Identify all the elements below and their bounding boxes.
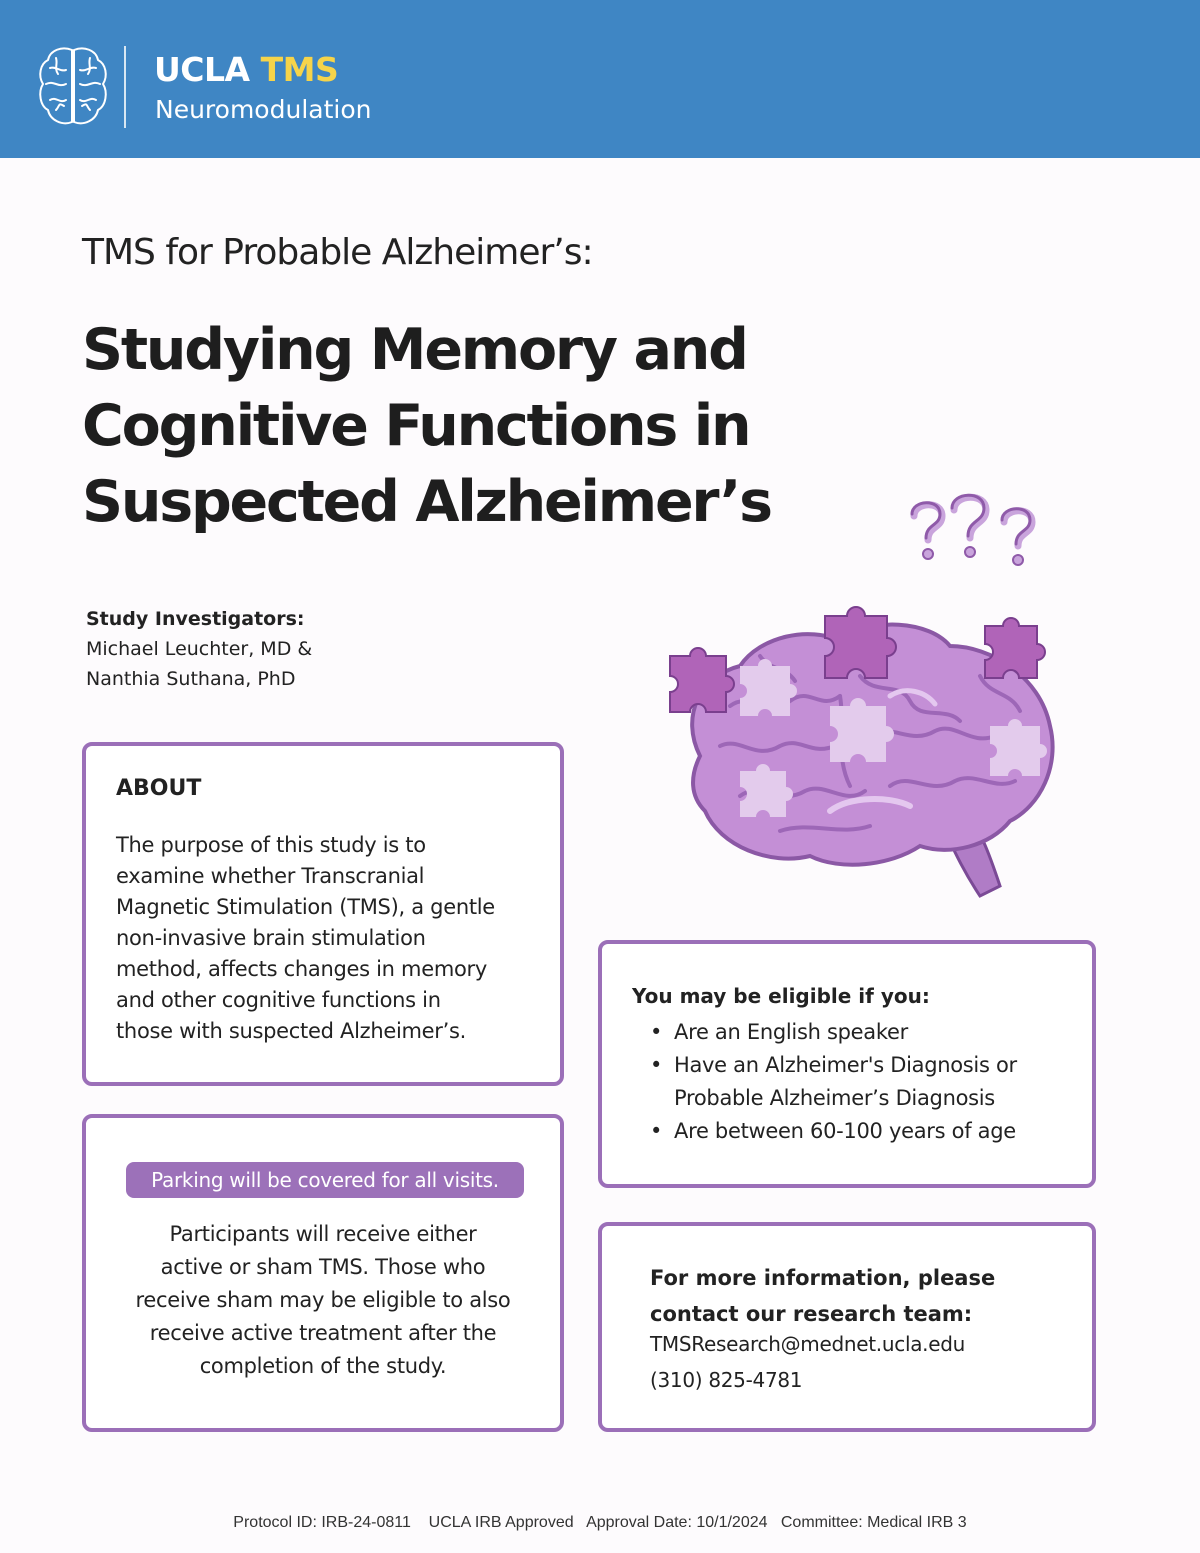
bullet-icon: • — [650, 1119, 663, 1143]
header-bar: UCLA TMS Neuromodulation — [0, 0, 1200, 158]
about-line: and other cognitive functions in — [116, 988, 441, 1012]
contact-heading-line: For more information, please — [650, 1266, 996, 1290]
parking-line: receive sham may be eligible to also — [135, 1288, 511, 1312]
parking-line: receive active treatment after the — [149, 1321, 497, 1345]
title-line: Studying Memory and — [82, 317, 749, 383]
about-text: The purpose of this study is to examine … — [116, 830, 546, 1047]
eligibility-list: • Are an English speaker • Have an Alzhe… — [632, 1016, 1094, 1148]
brand-subtitle: Neuromodulation — [155, 95, 372, 124]
question-marks-icon — [910, 493, 1036, 566]
eligibility-card: You may be eligible if you: • Are an Eng… — [598, 940, 1096, 1188]
contact-card: For more information, please contact our… — [598, 1222, 1096, 1432]
logo-divider — [124, 46, 126, 128]
brand-ucla: UCLA — [154, 50, 250, 89]
list-item-text: Are an English speaker — [674, 1020, 908, 1044]
list-item-text: Have an Alzheimer's Diagnosis or — [674, 1053, 1017, 1077]
list-item-text: Are between 60-100 years of age — [674, 1119, 1016, 1143]
about-line: method, affects changes in memory — [116, 957, 487, 981]
study-investigators: Study Investigators: Michael Leuchter, M… — [86, 604, 312, 694]
contact-heading-line: contact our research team: — [650, 1302, 973, 1326]
list-item-text: Probable Alzheimer’s Diagnosis — [674, 1086, 995, 1110]
brand-tms: TMS — [260, 50, 339, 89]
about-line: those with suspected Alzheimer’s. — [116, 1019, 466, 1043]
contact-phone-link[interactable]: (310) 825-4781 — [650, 1368, 803, 1392]
parking-line: completion of the study. — [199, 1354, 447, 1378]
bullet-icon: • — [650, 1053, 663, 1077]
eligibility-heading: You may be eligible if you: — [632, 984, 930, 1008]
parking-line: Participants will receive either — [169, 1222, 477, 1246]
investigators-label: Study Investigators: — [86, 608, 305, 630]
list-item: • Have an Alzheimer's Diagnosis or Proba… — [632, 1049, 1094, 1115]
list-item: • Are between 60-100 years of age — [632, 1115, 1094, 1148]
contact-heading: For more information, please contact our… — [650, 1260, 1050, 1332]
title-line: Cognitive Functions in — [82, 393, 752, 459]
about-line: Magnetic Stimulation (TMS), a gentle — [116, 895, 495, 919]
list-item: • Are an English speaker — [632, 1016, 1094, 1049]
investigator-name: Nanthia Suthana, PhD — [86, 668, 296, 690]
about-line: non-invasive brain stimulation — [116, 926, 426, 950]
puzzle-brain-icon — [669, 606, 1055, 898]
parking-text: Participants will receive either active … — [110, 1218, 536, 1383]
investigator-name: Michael Leuchter, MD & — [86, 638, 313, 660]
pretitle: TMS for Probable Alzheimer’s: — [82, 232, 594, 273]
about-card: ABOUT The purpose of this study is to ex… — [82, 742, 564, 1086]
title-line: Suspected Alzheimer’s — [82, 469, 773, 535]
brain-logo-icon — [39, 47, 107, 125]
contact-email-link[interactable]: TMSResearch@mednet.ucla.edu — [650, 1332, 965, 1356]
parking-line: active or sham TMS. Those who — [160, 1255, 486, 1279]
parking-card: Parking will be covered for all visits. … — [82, 1114, 564, 1432]
about-line: The purpose of this study is to — [116, 833, 426, 857]
bullet-icon: • — [650, 1020, 663, 1044]
page-title: Studying Memory and Cognitive Functions … — [82, 312, 882, 540]
footer-protocol: Protocol ID: IRB-24-0811 UCLA IRB Approv… — [233, 1514, 967, 1531]
brand-name: UCLA TMS — [154, 50, 339, 89]
about-line: examine whether Transcranial — [116, 864, 425, 888]
parking-badge: Parking will be covered for all visits. — [126, 1162, 524, 1198]
about-heading: ABOUT — [116, 776, 202, 801]
